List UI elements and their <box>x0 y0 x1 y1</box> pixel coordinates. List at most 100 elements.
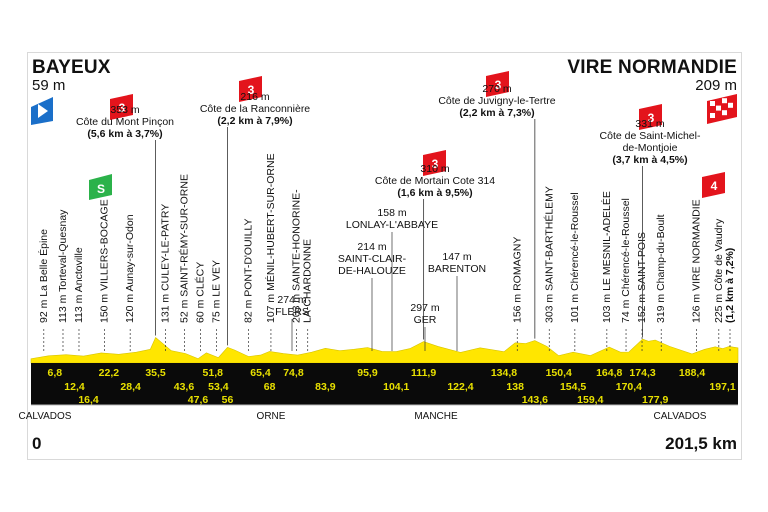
finish-altitude: 209 m <box>695 77 737 94</box>
km-label-top: 65,4 <box>250 367 271 379</box>
km-label-mid: 68 <box>264 381 276 393</box>
km-label-top: 95,9 <box>357 367 378 379</box>
climb-altitude: 216 m <box>240 91 269 103</box>
km-label-mid: 83,9 <box>315 381 336 393</box>
climb-detail: (2,2 km à 7,3%) <box>459 107 534 119</box>
waypoint-label: 74 m Chérencé-le-Roussel <box>620 198 632 323</box>
department-label: ORNE <box>257 411 286 422</box>
climb-category-number: 3 <box>432 157 439 171</box>
km-label-top: 111,9 <box>411 367 436 379</box>
km-label-top: 134,8 <box>491 367 517 379</box>
place-name: BARENTON <box>428 263 486 275</box>
km-label-top: 35,5 <box>145 367 166 379</box>
km-label-top: 74,8 <box>283 367 304 379</box>
climb-name: Côte de Mortain Cote 314 <box>375 175 495 187</box>
start-altitude: 59 m <box>32 77 66 94</box>
finish-km: 201,5 km <box>665 434 737 453</box>
km-label-mid: 12,4 <box>64 381 85 393</box>
finish-checker-square <box>710 101 715 106</box>
waypoint-label: 203 m SAINTE-HONORINE- <box>291 189 303 323</box>
sprint-badge <box>89 174 112 200</box>
department-label: CALVADOS <box>19 411 72 422</box>
waypoint-label: 101 m Chérencé-le-Roussel <box>569 192 581 323</box>
waypoint-label: 60 m CLÉCY <box>194 262 207 323</box>
waypoint-label: 319 m Champ-du-Boult <box>655 214 667 323</box>
waypoint-label: 113 m Anctoville <box>73 247 85 323</box>
climb-category-badge <box>239 76 262 102</box>
km-label-mid: 43,6 <box>174 381 195 393</box>
km-label-mid: 197,1 <box>709 381 735 393</box>
climb-name: Côte du Mont Pinçon <box>76 116 174 128</box>
km-label-bottom: 177,9 <box>642 394 668 406</box>
km-label-mid: 138 <box>506 381 524 393</box>
km-label-top: 22,2 <box>99 367 120 379</box>
place-altitude: 214 m <box>357 241 386 253</box>
place-altitude: 297 m <box>410 302 439 314</box>
km-label-top: 6,8 <box>48 367 63 379</box>
km-label-top: 174,3 <box>629 367 655 379</box>
km-label-mid: 28,4 <box>120 381 141 393</box>
place-altitude: 147 m <box>442 251 471 263</box>
waypoint-label: 131 m CULEY-LE-PATRY <box>159 204 171 323</box>
climb-category-number: 3 <box>648 111 655 125</box>
climb-detail: (2,2 km à 7,9%) <box>217 115 292 127</box>
waypoint-label: 150 m VILLERS-BOCAGE <box>99 199 111 323</box>
climb-altitude: 331 m <box>635 118 664 130</box>
start-arrow-icon <box>38 104 48 118</box>
climb-detail: (5,6 km à 3,7%) <box>87 128 162 140</box>
place-altitude: 158 m <box>377 207 406 219</box>
climb-detail: (1,6 km à 9,5%) <box>397 187 472 199</box>
climb-name: Côte de Juvigny-le-Tertre <box>438 95 555 107</box>
climb-altitude: 270 m <box>482 83 511 95</box>
start-km: 0 <box>32 434 42 453</box>
climb-category-number: 4 <box>711 179 718 193</box>
waypoint-label: 82 m PONT-D'OUILLY <box>243 218 255 323</box>
waypoint-label: 152 m SAINT-POIS <box>636 232 648 323</box>
finish-checker-square <box>722 110 727 116</box>
start-town: BAYEUX <box>32 57 111 78</box>
km-label-mid: 170,4 <box>616 381 642 393</box>
km-band <box>31 363 738 405</box>
climb-category-badge <box>486 71 509 97</box>
climb-altitude: 353 m <box>110 104 139 116</box>
waypoint-label: 120 m Aunay-sur-Odon <box>124 214 136 323</box>
waypoint-label: 156 m ROMAGNY <box>511 237 523 323</box>
climb-category-number: 3 <box>119 101 126 115</box>
place-name: FLERS <box>275 306 309 318</box>
climb-category-badge <box>702 172 725 198</box>
km-label-mid: 53,4 <box>208 381 229 393</box>
waypoint-label: (1,2 km à 7,2%) <box>724 248 736 323</box>
km-label-bottom: 47,6 <box>188 394 209 406</box>
km-label-top: 164,8 <box>596 367 622 379</box>
place-name: LONLAY-L'ABBAYE <box>346 219 438 231</box>
place-altitude: 274 m <box>277 294 306 306</box>
climb-category-badge <box>110 94 133 120</box>
waypoint-label: 126 m VIRE NORMANDIE <box>690 199 702 323</box>
waypoint-label: 103 m LE MESNIL-ADELÉE <box>600 191 613 323</box>
climb-name: de-Montjoie <box>623 142 678 154</box>
waypoint-label: 225 m Côte de Vaudry <box>713 218 725 323</box>
sprint-symbol: S <box>97 182 105 196</box>
km-label-bottom: 16,4 <box>78 394 99 406</box>
waypoint-label: 52 m SAINT-RÉMY-SUR-ORNE <box>178 174 191 323</box>
department-label: CALVADOS <box>654 411 707 422</box>
climb-category-badge <box>639 104 662 130</box>
km-label-mid: 104,1 <box>383 381 409 393</box>
waypoint-label: 113 m Torteval-Quesnay <box>57 209 69 323</box>
place-name: SAINT-CLAIR- <box>338 253 407 265</box>
km-label-top: 150,4 <box>546 367 572 379</box>
climb-name: Côte de Saint-Michel- <box>600 130 701 142</box>
km-label-mid: 154,5 <box>560 381 586 393</box>
climb-name: Côte de la Ranconnière <box>200 103 310 115</box>
place-name: DE-HALOUZE <box>338 265 406 277</box>
km-label-mid: 122,4 <box>447 381 473 393</box>
climb-category-badge <box>423 150 446 176</box>
climb-detail: (3,7 km à 4,5%) <box>612 154 687 166</box>
waypoint-label: 303 m SAINT-BARTHÉLEMY <box>542 186 555 323</box>
km-label-bottom: 143,6 <box>522 394 548 406</box>
waypoint-label: 92 m La Belle Épine <box>37 229 50 323</box>
finish-checker-square <box>722 98 727 104</box>
climb-category-number: 3 <box>495 78 502 92</box>
waypoint-label: LA-CHARDONNE <box>302 239 314 323</box>
